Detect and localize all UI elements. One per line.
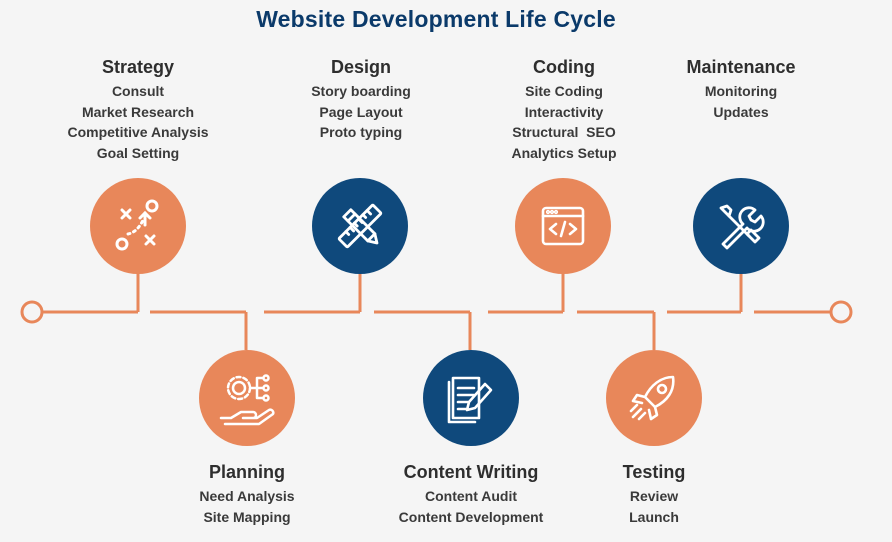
stage-item: Goal Setting [96,144,180,161]
stage-item: Market Research [81,103,195,120]
strategy-circle [90,178,186,274]
stage-title: Maintenance [686,57,796,77]
stage-title: Strategy [101,57,175,77]
stage-planning: Planning Need Analysis Site Mapping [137,462,357,527]
stage-title: Content Writing [403,462,539,482]
content-circle [423,350,519,446]
rocket-icon [629,375,675,421]
stage-title: Design [330,57,391,77]
testing-circle [606,350,702,446]
strategy-play-icon [115,199,159,251]
stage-item: Site Mapping [203,508,291,525]
document-pen-icon [447,376,493,424]
stage-item: Page Layout [319,103,403,120]
stage-item: Competitive Analysis [67,124,209,140]
stage-item: Content Development [398,508,544,525]
stage-item: Site Coding [525,83,603,99]
planning-circle [199,350,295,446]
timeline-end-node [829,300,853,324]
coding-circle [515,178,611,274]
wrench-screwdriver-icon [719,204,765,250]
stage-item: Monitoring [704,83,778,99]
stage-item: Updates [713,103,769,120]
code-window-icon [541,206,585,246]
stage-testing: Testing Review Launch [544,462,764,527]
gear-hand-icon [219,374,275,426]
stage-item: Story boarding [311,83,411,99]
design-circle [312,178,408,274]
stage-strategy: Strategy Consult Market Research Competi… [28,57,248,163]
timeline-start-node [20,300,44,324]
stage-item: Structural SEO [512,124,616,140]
pencil-ruler-icon [337,203,383,249]
stage-design: Design Story boarding Page Layout Proto … [251,57,471,143]
stage-item: Interactivity [524,103,604,120]
stage-item: Analytics Setup [511,144,617,161]
stage-title: Coding [533,57,595,77]
stage-item: Review [629,488,679,504]
stage-title: Testing [622,462,686,482]
stage-content-writing: Content Writing Content Audit Content De… [361,462,581,527]
stage-item: Need Analysis [199,488,295,504]
stage-item: Launch [629,508,679,525]
stage-title: Planning [209,462,285,482]
stage-item: Content Audit [424,488,517,504]
stage-maintenance: Maintenance Monitoring Updates [631,57,851,122]
page-title: Website Development Life Cycle [256,6,616,32]
maintenance-circle [693,178,789,274]
stage-item: Proto typing [319,124,403,140]
stage-item: Consult [111,83,165,99]
stage-coding: Coding Site Coding Interactivity Structu… [454,57,674,163]
